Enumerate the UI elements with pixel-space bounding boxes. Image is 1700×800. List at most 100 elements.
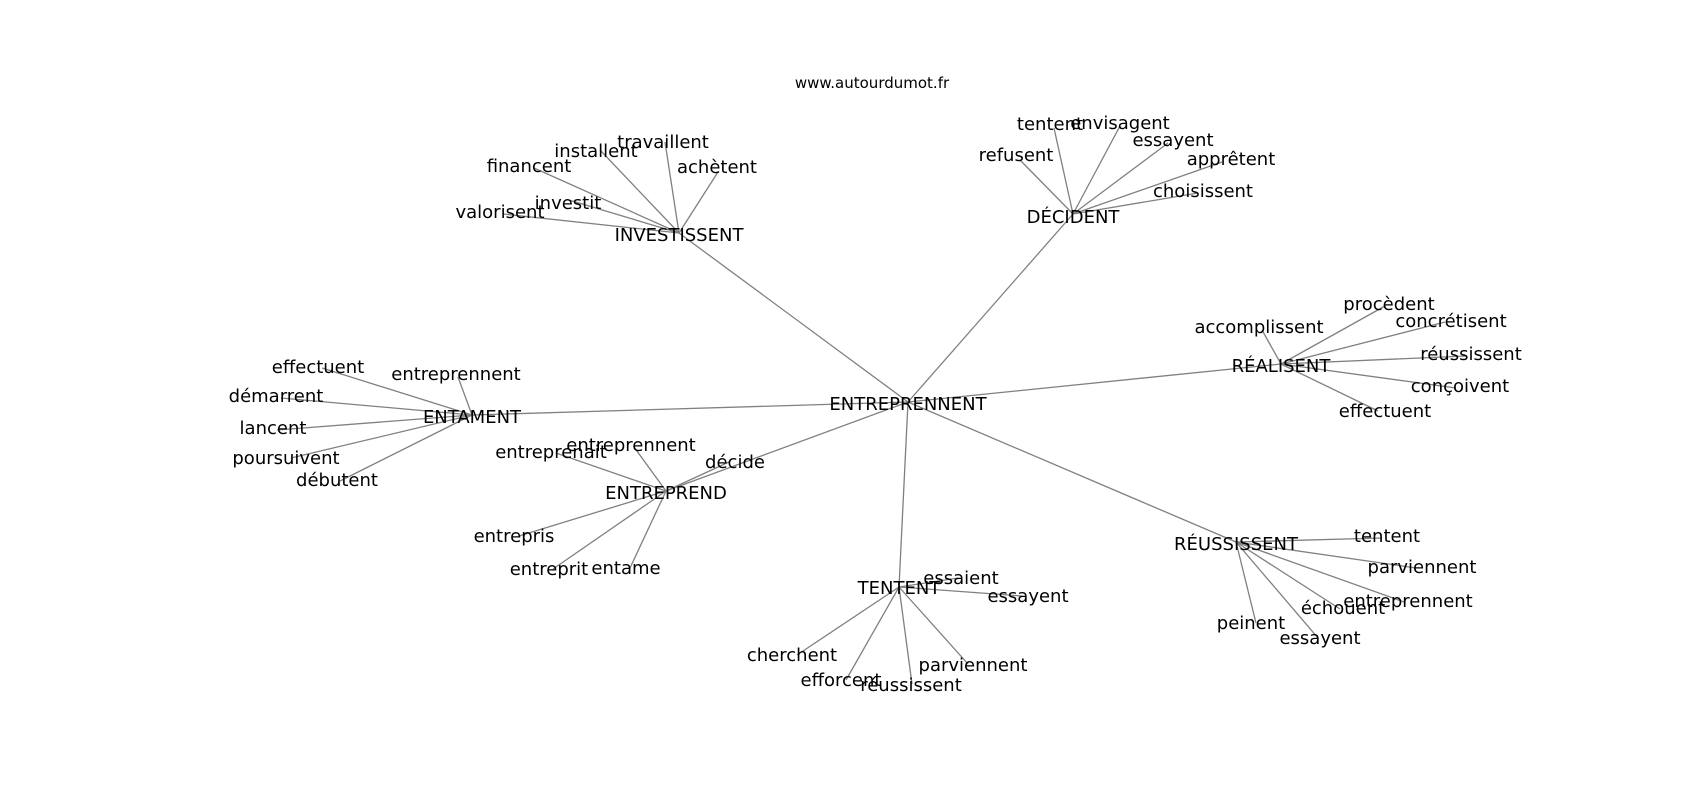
node-label: réussissent xyxy=(860,675,962,696)
node-label: procèdent xyxy=(1343,294,1434,315)
edge-line xyxy=(898,586,969,665)
node-label: conçoivent xyxy=(1411,376,1509,397)
node-label: ENTREPREND xyxy=(605,483,727,504)
edge-line xyxy=(533,167,680,234)
node-label: effectuent xyxy=(1339,401,1431,422)
node-label: ENTAMENT xyxy=(423,407,522,428)
edge-line xyxy=(457,376,473,416)
node-label: réussissent xyxy=(1420,344,1522,365)
edge-line xyxy=(1235,541,1405,603)
edge-line xyxy=(321,367,473,416)
node-label: entreprit xyxy=(510,559,589,580)
edge-line xyxy=(1261,329,1282,365)
edge-line xyxy=(678,232,909,403)
edge-line xyxy=(599,149,680,234)
node-label: entreprennent xyxy=(1343,591,1472,612)
node-label: essayent xyxy=(987,586,1068,607)
edge-line xyxy=(276,414,473,431)
node-label: financent xyxy=(487,156,572,177)
edge-line xyxy=(1072,142,1169,215)
node-label: concrétisent xyxy=(1395,311,1506,332)
edge-line xyxy=(664,141,680,234)
edge-line xyxy=(898,401,909,588)
node-label: essayent xyxy=(1279,628,1360,649)
edge-line xyxy=(678,171,719,234)
edge-line xyxy=(1280,363,1379,412)
edge-line xyxy=(471,401,909,416)
node-label: échouent xyxy=(1301,598,1385,619)
node-label: entreprennent xyxy=(391,364,520,385)
edge-line xyxy=(1072,161,1223,215)
node-label: démarrent xyxy=(229,386,324,407)
node-label: entame xyxy=(591,558,660,579)
edge-line xyxy=(907,401,1237,543)
edge-line xyxy=(555,452,667,492)
node-label: entreprennent xyxy=(566,435,695,456)
edge-line xyxy=(1235,537,1383,543)
node-label: installent xyxy=(554,141,637,162)
edge-line xyxy=(665,461,730,492)
node-label: décide xyxy=(705,452,765,473)
edges xyxy=(276,125,1467,685)
node-label: apprêtent xyxy=(1187,149,1276,170)
node-label: investit xyxy=(535,193,602,214)
edge-line xyxy=(665,401,909,492)
edge-line xyxy=(1280,363,1457,389)
edge-line xyxy=(1235,541,1341,610)
edge-line xyxy=(796,586,900,656)
node-label: poursuivent xyxy=(232,448,339,469)
node-label: envisagent xyxy=(1070,113,1170,134)
edge-line xyxy=(1280,355,1467,365)
node-label: cherchent xyxy=(747,645,837,666)
edge-line xyxy=(502,213,680,234)
node-label: RÉALISENT xyxy=(1232,355,1332,377)
labels: www.autourdumot.fr ENTREPRENNENT INVESTI… xyxy=(229,74,1522,696)
node-label: parviennent xyxy=(919,655,1028,676)
edge-line xyxy=(898,577,959,588)
edge-line xyxy=(518,490,667,537)
edge-line xyxy=(633,446,667,492)
node-label: RÉUSSISSENT xyxy=(1174,533,1299,555)
node-label: effectuent xyxy=(272,357,364,378)
node-label: tentent xyxy=(1017,114,1083,135)
node-label: débutent xyxy=(296,470,378,491)
node-label: choisissent xyxy=(1153,181,1253,202)
edge-line xyxy=(1235,541,1319,639)
edge-line xyxy=(1072,192,1199,215)
node-label: entreprenait xyxy=(495,442,607,463)
node-label: INVESTISSENT xyxy=(615,225,745,246)
edge-line xyxy=(629,490,667,569)
node-label: travaillent xyxy=(617,132,709,153)
node-label: refusent xyxy=(979,145,1054,166)
node-label: tentent xyxy=(1354,526,1420,547)
node-label: lancent xyxy=(240,418,307,439)
node-label: DÉCIDENT xyxy=(1027,206,1121,228)
node-label: valorisent xyxy=(455,202,544,223)
node-label: achètent xyxy=(677,157,757,178)
edge-line xyxy=(1280,305,1386,365)
edge-line xyxy=(845,586,900,681)
edge-line xyxy=(568,199,680,234)
node-label: TENTENT xyxy=(857,578,942,599)
site-label: www.autourdumot.fr xyxy=(795,74,950,92)
edge-line xyxy=(280,397,473,416)
edge-line xyxy=(907,213,1074,403)
edge-line xyxy=(898,586,1023,597)
node-label: essaient xyxy=(923,568,998,589)
edge-line xyxy=(1280,321,1446,365)
node-label: essayent xyxy=(1132,130,1213,151)
edge-line xyxy=(552,490,667,570)
edge-line xyxy=(1019,159,1074,215)
node-label: entrepris xyxy=(474,526,555,547)
node-label: ENTREPRENNENT xyxy=(829,394,987,415)
edge-line xyxy=(1235,541,1257,624)
node-label: accomplissent xyxy=(1194,317,1323,338)
node-label: peinent xyxy=(1217,613,1285,634)
node-label: efforcent xyxy=(801,670,882,691)
edge-line xyxy=(339,414,473,482)
edge-line xyxy=(907,363,1282,403)
edge-line xyxy=(898,586,913,685)
edge-line xyxy=(1235,541,1417,569)
node-label: parviennent xyxy=(1368,557,1477,578)
